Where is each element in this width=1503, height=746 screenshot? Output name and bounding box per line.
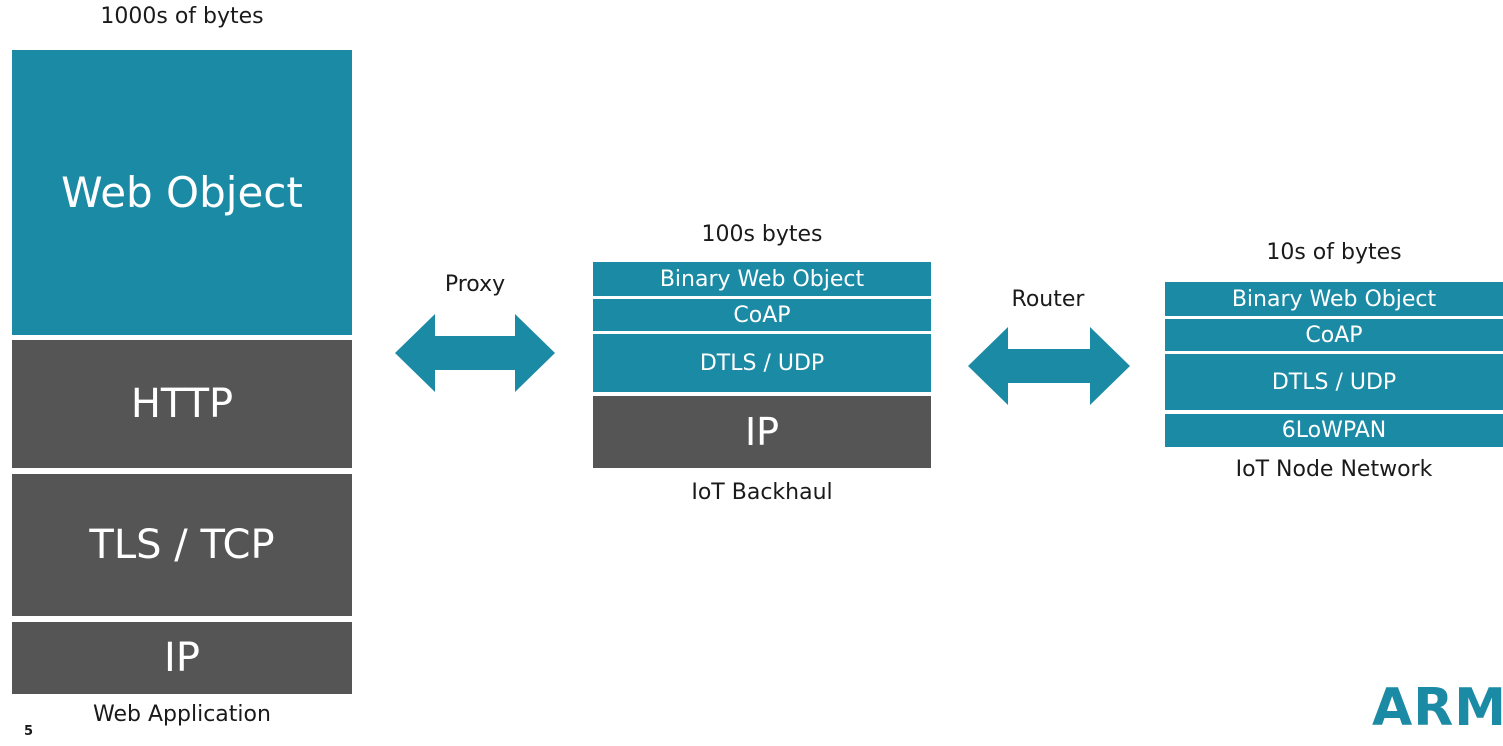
- node-layer-dtls-udp: DTLS / UDP: [1165, 354, 1503, 410]
- slide-number: 5: [24, 724, 34, 739]
- web-layer-http: HTTP: [12, 340, 352, 468]
- proxy-double-arrow-icon: [395, 314, 555, 392]
- web-layer-web-object: Web Object: [12, 50, 352, 335]
- router-double-arrow-icon: [968, 327, 1130, 405]
- backhaul-stack-size-label: 100s bytes: [701, 222, 823, 247]
- web-layer-tls-tcp: TLS / TCP: [12, 474, 352, 616]
- web-stack-caption: Web Application: [93, 702, 271, 727]
- backhaul-layer-binary-web-object: Binary Web Object: [593, 262, 931, 296]
- node-stack-size-label: 10s of bytes: [1266, 240, 1402, 265]
- node-layer-6lowpan: 6LoWPAN: [1165, 414, 1503, 447]
- proxy-label: Proxy: [444, 272, 506, 297]
- router-label: Router: [1011, 287, 1085, 312]
- backhaul-layer-dtls-udp: DTLS / UDP: [593, 334, 931, 392]
- node-layer-binary-web-object: Binary Web Object: [1165, 282, 1503, 316]
- backhaul-layer-coap: CoAP: [593, 299, 931, 331]
- arm-logo: ARM: [1372, 678, 1503, 738]
- node-stack-caption: IoT Node Network: [1235, 457, 1433, 482]
- backhaul-layer-ip: IP: [593, 396, 931, 468]
- backhaul-stack-caption: IoT Backhaul: [691, 480, 833, 505]
- web-stack-size-label: 1000s of bytes: [100, 4, 264, 29]
- node-layer-coap: CoAP: [1165, 319, 1503, 351]
- web-layer-ip: IP: [12, 622, 352, 694]
